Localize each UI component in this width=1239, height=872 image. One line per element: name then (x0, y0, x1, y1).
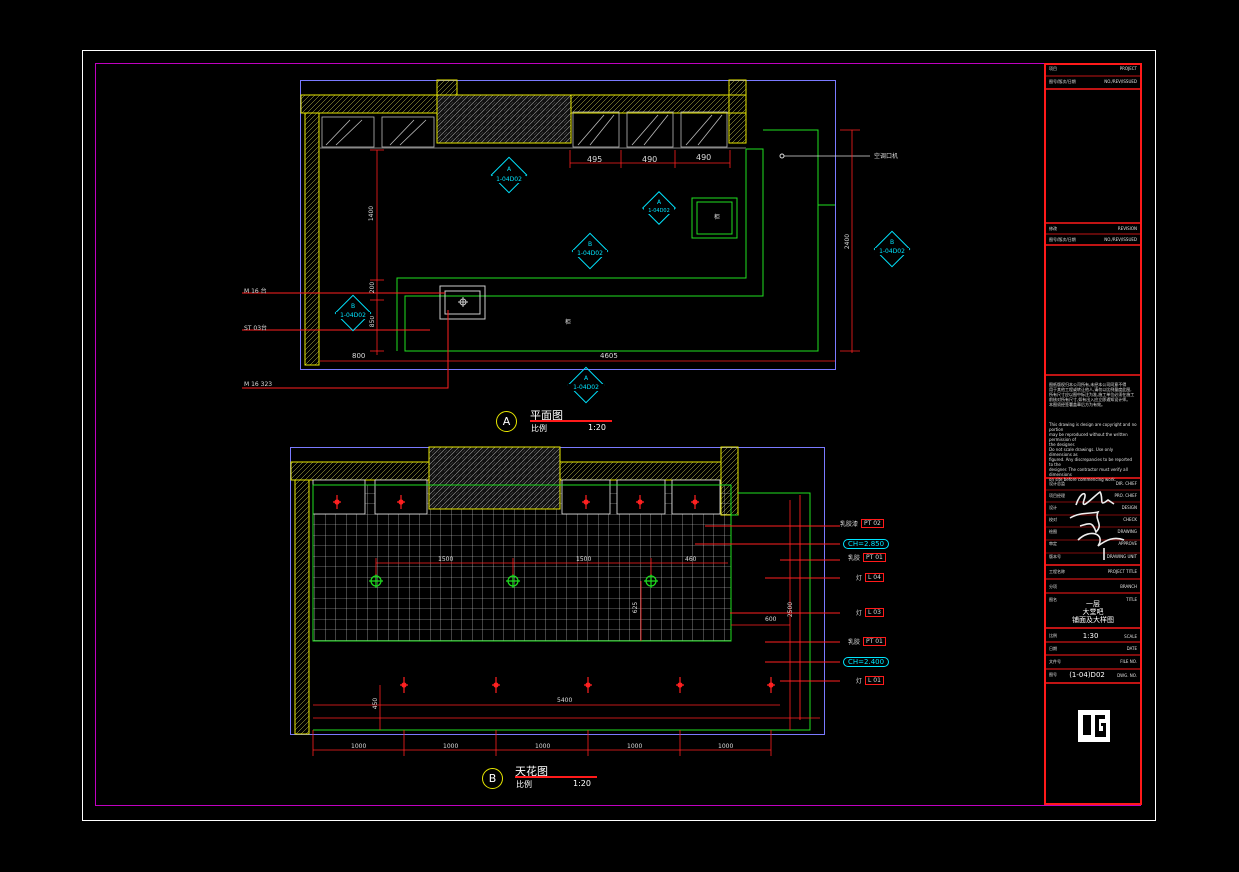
tb-drawing-title: 一层 大堂吧 铺面及大样图 (1072, 600, 1114, 624)
bottom-dim: 1000 (351, 743, 367, 750)
section-tag: A 1-04D02 (490, 156, 528, 194)
ceiling-b-drawing (290, 446, 840, 756)
dim-495: 495 (587, 155, 603, 164)
legend-row: CH=2.850 (843, 538, 890, 550)
callout-3: M 16 323 (244, 381, 273, 388)
plan-a-title-underline (530, 420, 612, 422)
section-tag: A 1-04D02 (642, 191, 676, 225)
signature-drawing (1069, 490, 1125, 560)
plan-a-windows (321, 111, 728, 148)
dim-2400: 2400 (844, 233, 852, 250)
callout-1: M 16 台 (244, 288, 267, 295)
plan-a-title: 平面图 (530, 409, 563, 422)
ceiling-b-leaders (695, 495, 840, 720)
section-tag: B 1-04D02 (571, 232, 609, 270)
legend-row: 乳胶 PT 01 (848, 636, 886, 646)
plan-a-dimensions (320, 129, 860, 362)
dim-850: 850 (369, 315, 377, 328)
ceiling-b-scale-value: 1:20 (573, 779, 591, 788)
dim-800: 800 (352, 352, 366, 360)
dim-1500-a: 1500 (438, 556, 454, 563)
label-right: 空调口机 (874, 153, 899, 160)
bottom-dim: 1000 (627, 743, 643, 750)
section-tag: B 1-04D02 (334, 294, 372, 332)
dim-460: 460 (685, 556, 697, 563)
dim-1400: 1400 (368, 205, 376, 222)
plan-a-callout-lines (242, 292, 449, 389)
legend-row: 灯 L 04 (856, 572, 884, 582)
plan-a-scale-label: 比例 (531, 424, 547, 433)
dim-450: 450 (372, 697, 380, 710)
plan-a-right-pillar (728, 79, 747, 144)
inner-frame (95, 63, 1141, 806)
plan-a-counter (396, 129, 835, 352)
center-mark: 柜 (565, 319, 572, 326)
dim-600: 600 (765, 616, 777, 623)
dim-200: 200 (369, 281, 377, 294)
ceiling-b-dimensions (312, 500, 820, 756)
bottom-dim: 1000 (718, 743, 734, 750)
plan-a-stone-panel (436, 94, 572, 144)
callout-2: ST 03台 (244, 325, 268, 332)
ceiling-b-badge: B (482, 768, 503, 789)
legend-row: 灯 L 03 (856, 607, 884, 617)
legend-row: 乳胶 PT 01 (848, 552, 886, 562)
box-label: 柜 (714, 214, 721, 221)
plan-a-badge: A (496, 411, 517, 432)
bottom-dim: 1000 (535, 743, 551, 750)
bottom-dim: 1000 (443, 743, 459, 750)
tb-notes-en: This drawing is design are copyright and… (1049, 422, 1137, 482)
dim-2500: 2500 (787, 601, 795, 618)
ceiling-b-title: 天花图 (515, 765, 548, 778)
plan-a-top-wall-right (570, 94, 747, 114)
plan-a-appliance (691, 197, 738, 239)
title-block-grid (1044, 63, 1142, 805)
legend-row: 乳胶漆 PT 02 (840, 518, 884, 528)
legend-row: 灯 L 01 (856, 675, 884, 685)
section-tag: B 1-04D02 (873, 230, 911, 268)
dim-5400: 5400 (557, 697, 573, 704)
dim-625: 625 (632, 601, 640, 614)
ceiling-b-title-underline (515, 776, 597, 778)
ceiling-b-red-lights (333, 495, 775, 693)
dim-4605: 4605 (600, 352, 618, 360)
plan-a-outline (300, 80, 836, 370)
jg-logo (1078, 710, 1110, 742)
section-tag: A 1-04D02 (567, 366, 605, 404)
plan-a-drawing (242, 79, 870, 389)
outer-frame (82, 50, 1156, 821)
dim-490-a: 490 (642, 155, 658, 164)
plan-a-scale-value: 1:20 (588, 423, 606, 432)
ceiling-b-pendant-lights (369, 574, 658, 588)
dim-490-b: 490 (696, 153, 712, 162)
plan-a-top-wall-left (300, 94, 438, 114)
ceiling-b-scale-label: 比例 (516, 780, 532, 789)
legend-row: CH=2.400 (843, 656, 890, 668)
plan-a-sink (439, 285, 486, 320)
plan-a-left-wall (304, 112, 320, 366)
tb-notes-cn: 图纸版权归本公司所有,未经本公司同意不得 用于其他工程或转让他人,请勿以比例量度… (1049, 382, 1135, 407)
dim-1500-b: 1500 (576, 556, 592, 563)
